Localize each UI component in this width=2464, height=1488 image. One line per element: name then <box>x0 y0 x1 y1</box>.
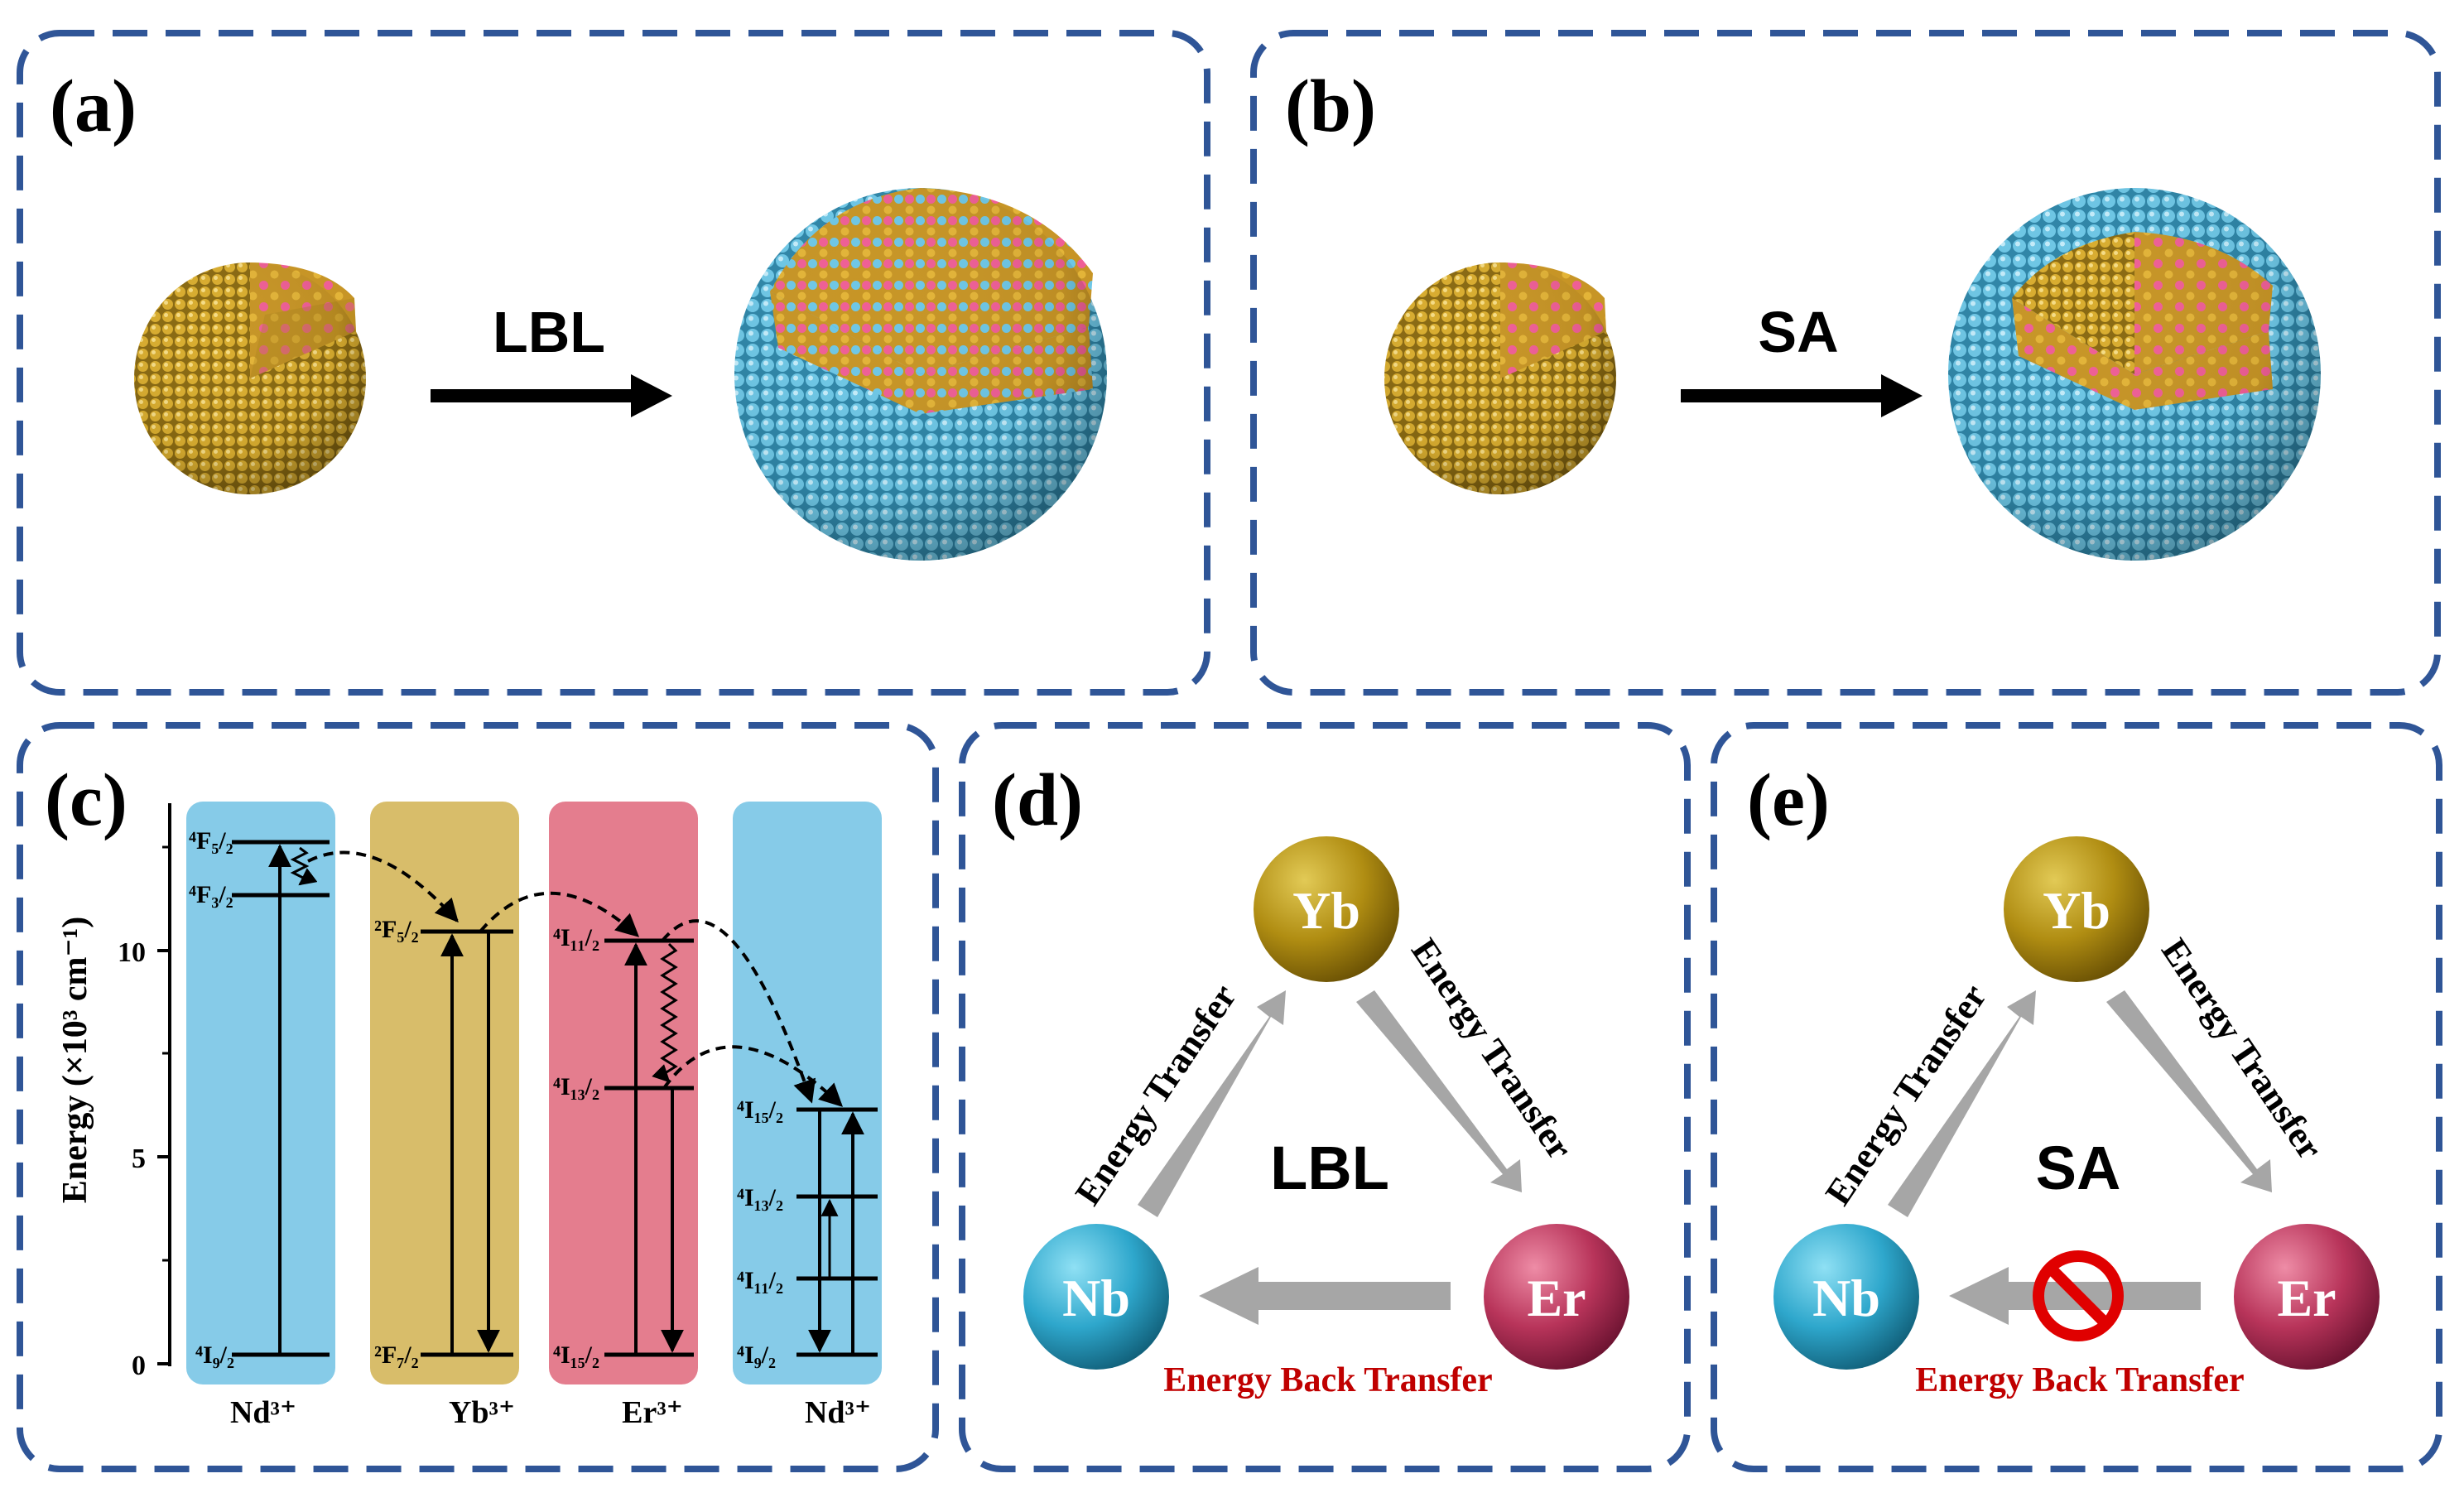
er-node <box>2234 1224 2380 1370</box>
arrow-er-to-nb <box>1199 1267 1451 1325</box>
transfer-nd-to-yb <box>307 850 459 923</box>
panel-a-frame <box>17 30 1210 696</box>
yb-term-2f72: ²F₇/₂ <box>374 1341 419 1369</box>
panel-b-frame <box>1250 30 2441 696</box>
core-shell-nanoparticle-lbl <box>734 188 1107 561</box>
energy-back-transfer-label: Energy Back Transfer <box>1163 1361 1492 1399</box>
yb-term-2f52: ²F₅/₂ <box>374 916 419 943</box>
arrow-yb-to-er <box>2106 990 2272 1192</box>
core-nanoparticle <box>134 262 366 494</box>
panel-a-letter: (a) <box>50 65 137 147</box>
process-arrow <box>1681 374 1923 417</box>
er-term-4i132: ⁴I₁₃/₂ <box>553 1073 599 1100</box>
nd-term-4i92: ⁴I₉/₂ <box>195 1341 234 1369</box>
y-axis-label: Energy (×10³ cm⁻¹) <box>56 917 94 1204</box>
nd-column-left <box>186 802 335 1384</box>
center-label-lbl: LBL <box>1270 1134 1389 1202</box>
nb-node-label: Nb <box>1812 1269 1880 1327</box>
er-term-4i112: ⁴I₁₁/₂ <box>553 924 599 951</box>
nd-term-4i132: ⁴I₁₃/₂ <box>737 1184 783 1211</box>
nb-node <box>1773 1224 1919 1370</box>
panel-d: (d) Yb Nb Er Energy Transfer Energy Tran… <box>959 722 1691 1472</box>
er-node-label: Er <box>2277 1269 2336 1327</box>
core-shell-nanoparticle-sa <box>1948 188 2321 561</box>
process-label-sa: SA <box>1758 300 1838 364</box>
nb-node <box>1023 1224 1169 1370</box>
transfer-er-to-nd-upper <box>661 919 816 1104</box>
ion-label-nd-right: Nd³⁺ <box>805 1395 871 1430</box>
energy-transfer-right-label: Energy Transfer <box>2154 932 2331 1167</box>
transfer-yb-to-er <box>479 891 640 937</box>
yb-node-label: Yb <box>1292 881 1360 940</box>
er-node <box>1484 1224 1629 1370</box>
yb-column <box>370 802 519 1384</box>
y-tick-0: 0 <box>132 1351 146 1381</box>
process-arrow <box>431 374 672 417</box>
nd-term-4f32: ⁴F₃/₂ <box>189 881 233 908</box>
y-tick-5: 5 <box>132 1144 146 1174</box>
yb-node-label: Yb <box>2043 881 2110 940</box>
energy-transfer-right-label: Energy Transfer <box>1403 932 1581 1167</box>
yb-node <box>2004 836 2149 982</box>
er-node-label: Er <box>1527 1269 1586 1327</box>
panel-b-letter: (b) <box>1285 65 1376 147</box>
er-relaxation-wavy <box>652 942 678 1083</box>
yb-node <box>1254 836 1399 982</box>
center-label-sa: SA <box>2036 1134 2121 1202</box>
panel-b: (b) SA <box>1250 30 2441 696</box>
y-tick-10: 10 <box>118 937 146 968</box>
panel-c-frame <box>17 722 939 1472</box>
blocked-icon <box>2033 1250 2124 1341</box>
panel-d-frame <box>959 722 1691 1472</box>
nd-term-4i152: ⁴I₁₅/₂ <box>737 1096 783 1124</box>
ion-label-er: Er³⁺ <box>622 1395 683 1430</box>
process-label-lbl: LBL <box>493 300 605 364</box>
transfer-er-to-nd-lower <box>662 1045 844 1107</box>
panel-a: (a) LBL <box>17 30 1210 696</box>
panel-d-letter: (d) <box>992 759 1083 841</box>
panel-e-letter: (e) <box>1747 759 1830 841</box>
arrow-nb-to-yb <box>1138 990 1286 1217</box>
er-column <box>549 802 698 1384</box>
panel-e: (e) Yb Nb Er Energy Transfer Energy Tran… <box>1711 722 2442 1472</box>
er-term-4i152: ⁴I₁₅/₂ <box>553 1341 599 1369</box>
panel-e-frame <box>1711 722 2442 1472</box>
nd-term-4i112: ⁴I₁₁/₂ <box>737 1267 783 1294</box>
energy-back-transfer-label: Energy Back Transfer <box>1915 1361 2244 1399</box>
ion-label-yb: Yb³⁺ <box>449 1395 515 1430</box>
panel-c-letter: (c) <box>45 759 128 841</box>
ion-label-nd-left: Nd³⁺ <box>230 1395 296 1430</box>
core-nanoparticle <box>1384 262 1616 494</box>
nd-term-4f52: ⁴F₅/₂ <box>189 827 233 855</box>
arrow-yb-to-er <box>1356 990 1522 1192</box>
nd-term-4i92b: ⁴I₉/₂ <box>737 1341 776 1369</box>
nd-relaxation-wavy <box>290 846 318 886</box>
panel-c: (c) 0 5 10 Energy (×10³ cm⁻¹) ⁴F₅/₂ ⁴F₃/… <box>17 722 939 1472</box>
nb-node-label: Nb <box>1062 1269 1130 1327</box>
arrow-nb-to-yb <box>1888 990 2036 1217</box>
